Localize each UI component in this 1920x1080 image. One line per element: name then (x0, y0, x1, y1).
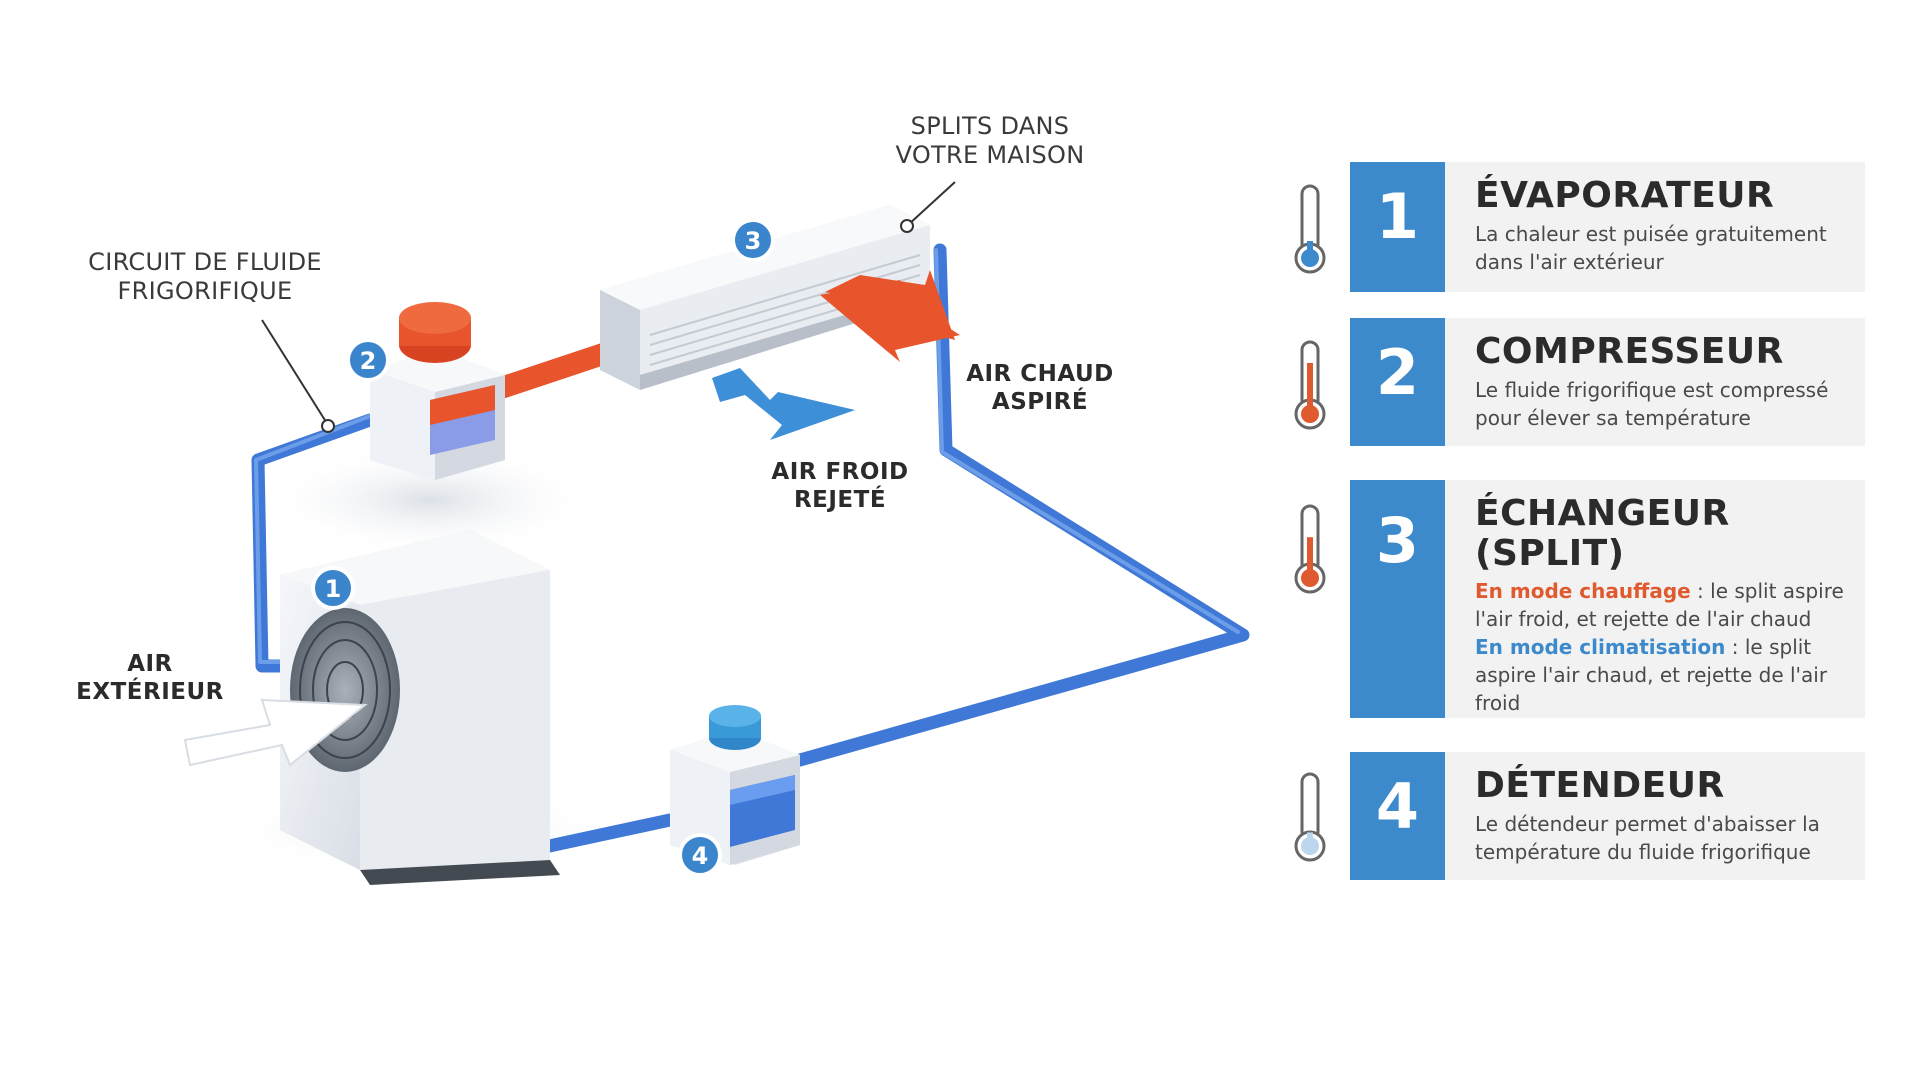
step-card: COMPRESSEUR Le fluide frigorifique est c… (1445, 318, 1865, 446)
badge-4: 4 (678, 833, 722, 877)
label-air-exterieur-line2: EXTÉRIEUR (76, 679, 224, 706)
step-title: COMPRESSEUR (1475, 331, 1784, 372)
step-number: 3 (1375, 504, 1420, 577)
legend-panel: 1 ÉVAPORATEUR La chaleur est puisée grat… (1290, 0, 1865, 1080)
mode-cool-text: : le split aspire l'air chaud, et rejett… (1475, 635, 1828, 716)
label-air-chaud: AIR CHAUD ASPIRÉ (940, 360, 1140, 416)
label-splits: SPLITS DANS VOTRE MAISON (860, 112, 1120, 171)
legend-step-4: 4 DÉTENDEUR Le détendeur permet d'abaiss… (1290, 752, 1865, 880)
label-splits-line1: SPLITS DANS (910, 112, 1070, 140)
step-number-box: 4 (1350, 752, 1445, 880)
heat-pump-diagram: 1 2 3 4 (183, 181, 1250, 885)
step-number: 1 (1375, 180, 1420, 253)
step-title: DÉTENDEUR (1475, 765, 1725, 806)
label-air-chaud-line2: ASPIRÉ (991, 389, 1089, 416)
badge-3-number: 3 (745, 227, 762, 255)
step-number-box: 2 (1350, 318, 1445, 446)
step-card: ÉVAPORATEUR La chaleur est puisée gratui… (1445, 162, 1865, 292)
label-air-froid: AIR FROID REJETÉ (740, 458, 940, 514)
label-circuit: CIRCUIT DE FLUIDE FRIGORIFIQUE (65, 248, 345, 307)
step-title: ÉCHANGEUR (SPLIT) (1475, 493, 1730, 574)
mode-cool-label: En mode climatisation (1475, 635, 1726, 660)
step-description: La chaleur est puisée gratuitement dans … (1475, 221, 1827, 274)
label-splits-line2: VOTRE MAISON (895, 141, 1085, 170)
step-number-box: 1 (1350, 162, 1445, 292)
thermometer-cold-icon (1294, 184, 1326, 274)
badge-4-number: 4 (692, 842, 709, 870)
cold-air-arrow (712, 368, 855, 440)
thermometer-cold-icon (1294, 772, 1326, 862)
badge-3: 3 (731, 218, 775, 262)
badge-2: 2 (346, 338, 390, 382)
label-air-chaud-line1: AIR CHAUD (966, 361, 1114, 387)
ground-shadow (260, 445, 600, 555)
step-number: 2 (1375, 336, 1420, 409)
step-card: DÉTENDEUR Le détendeur permet d'abaisser… (1445, 752, 1865, 880)
step-description-cool: En mode climatisation : le split aspire … (1475, 633, 1851, 717)
thermometer-hot-icon (1294, 340, 1326, 430)
label-air-froid-line1: AIR FROID (771, 459, 909, 485)
thermometer-hot-icon (1294, 504, 1326, 594)
legend-step-1: 1 ÉVAPORATEUR La chaleur est puisée grat… (1290, 162, 1865, 292)
callout-dot (900, 219, 914, 233)
compressor-unit (370, 302, 505, 480)
legend-step-3: 3 ÉCHANGEUR (SPLIT) En mode chauffage : … (1290, 480, 1865, 718)
mode-heat-label: En mode chauffage (1475, 579, 1691, 604)
mode-heat-text: : le split aspire l'air froid, et rejett… (1475, 579, 1844, 632)
step-number: 4 (1375, 770, 1420, 843)
legend-step-2: 2 COMPRESSEUR Le fluide frigorifique est… (1290, 318, 1865, 446)
step-description-heat: En mode chauffage : le split aspire l'ai… (1475, 577, 1851, 633)
step-description: Le fluide frigorifique est compressé pou… (1475, 377, 1829, 430)
label-air-exterieur: AIR EXTÉRIEUR (55, 650, 245, 706)
label-air-froid-line2: REJETÉ (793, 487, 887, 514)
callout-lines (261, 181, 956, 426)
expansion-valve-unit (670, 705, 800, 865)
label-air-exterieur-line1: AIR (127, 651, 173, 677)
label-circuit-line2: FRIGORIFIQUE (117, 277, 293, 306)
outdoor-unit (183, 530, 560, 885)
badge-1-number: 1 (325, 575, 342, 603)
outside-air-arrow (183, 698, 368, 767)
step-description: Le détendeur permet d'abaisser la tempér… (1475, 811, 1820, 864)
label-circuit-line1: CIRCUIT DE FLUIDE (88, 248, 322, 276)
step-title: ÉVAPORATEUR (1475, 175, 1775, 216)
step-card: ÉCHANGEUR (SPLIT) En mode chauffage : le… (1445, 480, 1865, 718)
badge-2-number: 2 (360, 347, 377, 375)
badge-1: 1 (311, 566, 355, 610)
step-number-box: 3 (1350, 480, 1445, 718)
callout-dot (321, 419, 335, 433)
